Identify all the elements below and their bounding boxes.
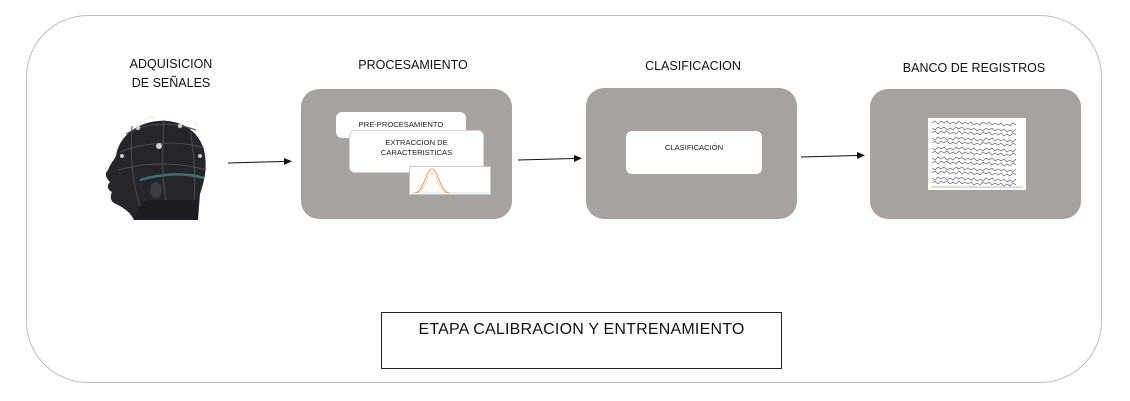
feature-extraction-line1: EXTRACCION DE <box>385 138 448 147</box>
feature-extraction-card: EXTRACCION DE CARACTERISTICAS <box>349 130 484 173</box>
calibration-training-stage-box: ETAPA CALIBRACION Y ENTRENAMIENTO <box>381 312 782 369</box>
records-title: BANCO DE REGISTROS <box>902 61 1046 75</box>
classification-card: CLASIFICACIÓN <box>626 131 762 174</box>
feature-extraction-line2: CARACTERISTICAS <box>380 148 453 157</box>
classification-card-label: CLASIFICACIÓN <box>664 143 724 152</box>
preprocessing-label: PRE-PROCESAMIENTO <box>358 120 444 129</box>
acquisition-title: ADQUISICION DE SEÑALES <box>118 56 224 92</box>
classification-title: CLASIFICACION <box>645 59 741 73</box>
arrow-acquisition-to-processing <box>228 158 292 165</box>
eeg-recording-sheet-icon <box>928 118 1026 190</box>
feature-distribution-card <box>409 166 491 195</box>
acquisition-title-line1: ADQUISICION <box>129 57 213 71</box>
acquisition-title-line2: DE SEÑALES <box>131 76 211 90</box>
calibration-training-stage-label: ETAPA CALIBRACION Y ENTRENAMIENTO <box>418 321 745 338</box>
processing-title: PROCESAMIENTO <box>358 58 468 72</box>
arrow-processing-to-classification <box>518 155 582 162</box>
gaussian-curve-icon <box>412 168 488 194</box>
arrow-classification-to-records <box>801 152 865 159</box>
eeg-headset-head-icon <box>105 116 207 220</box>
